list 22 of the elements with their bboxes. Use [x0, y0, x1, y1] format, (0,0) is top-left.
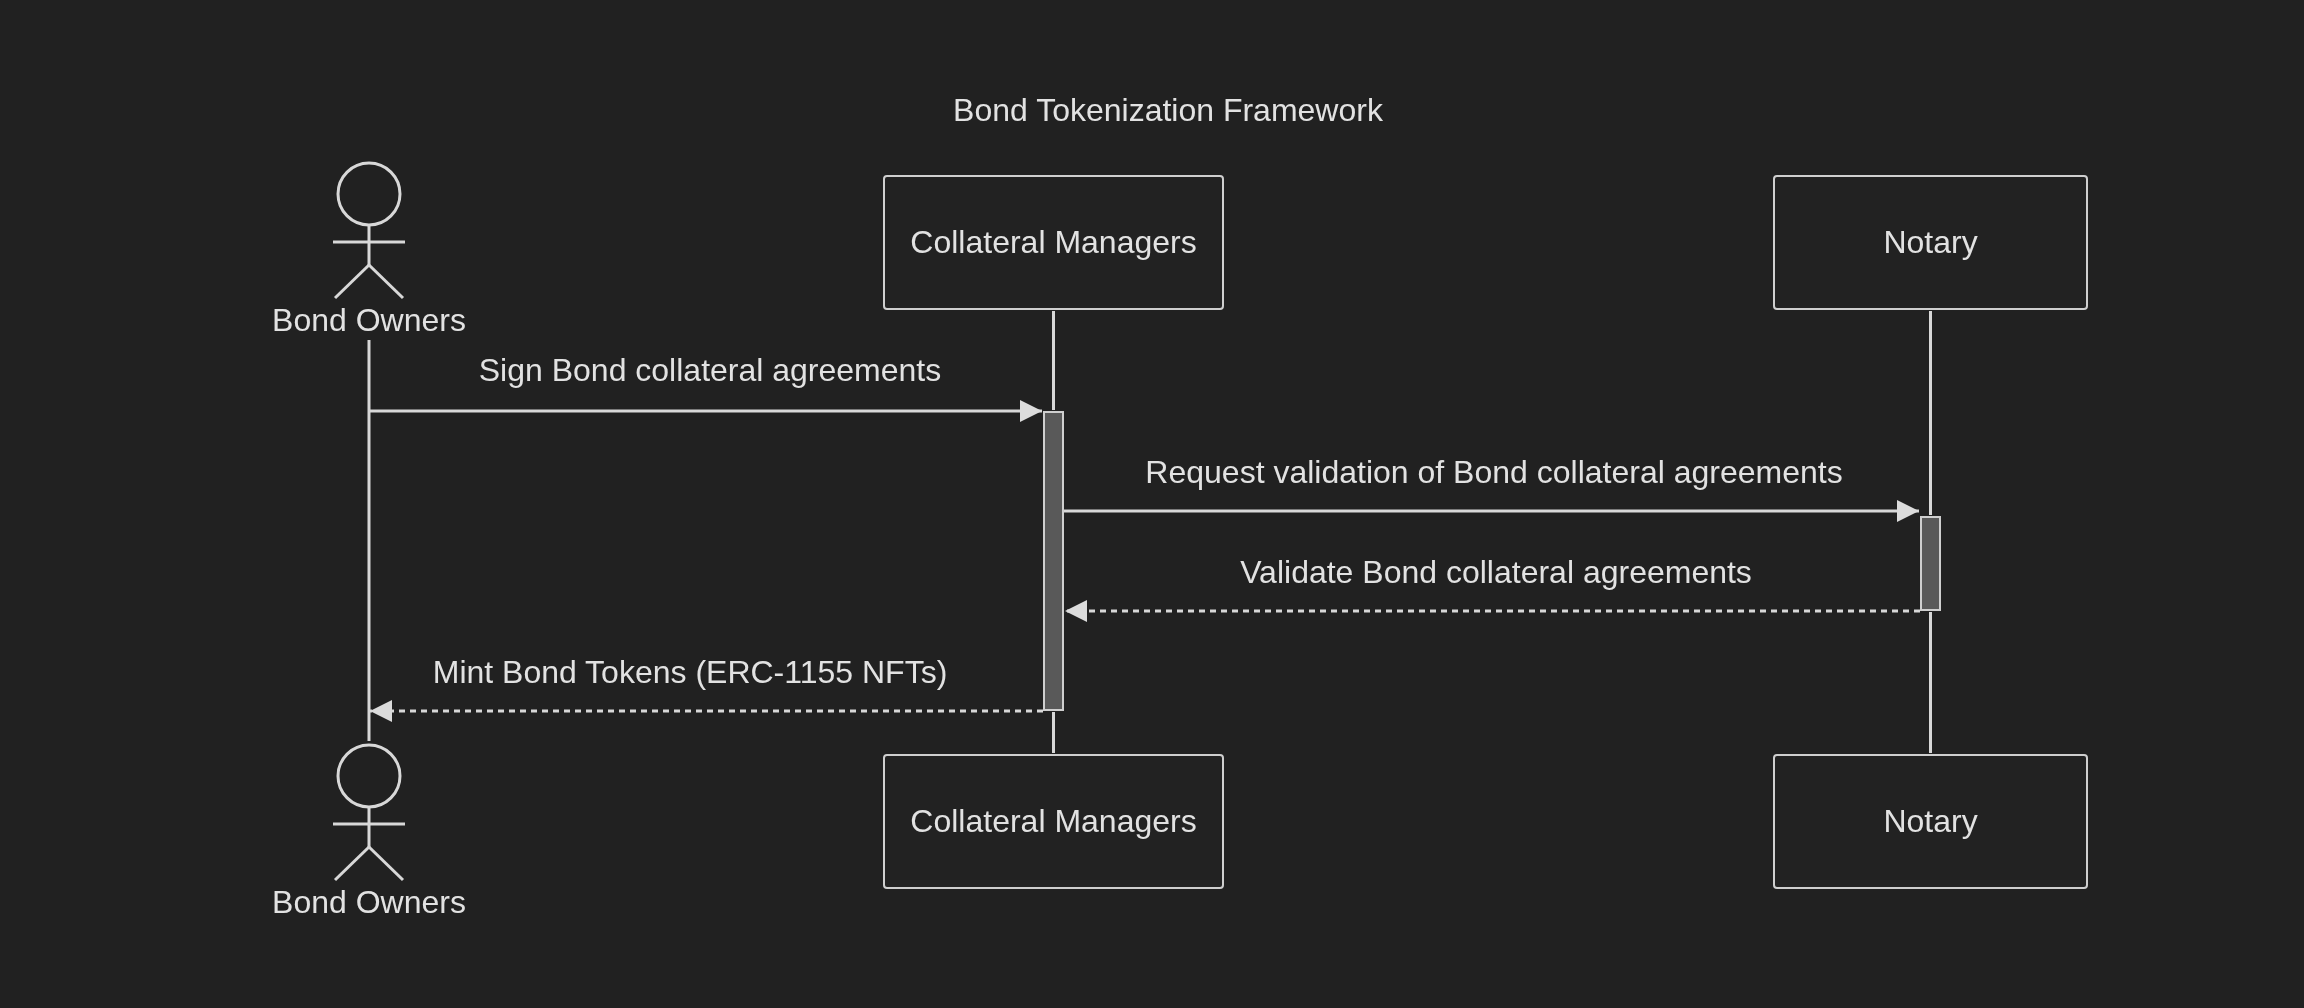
diagram-title: Bond Tokenization Framework	[953, 92, 1383, 129]
participant-box: Collateral Managers	[883, 175, 1224, 310]
actor-label: Bond Owners	[272, 302, 466, 339]
participant-box: Collateral Managers	[883, 754, 1224, 889]
lifeline	[1052, 712, 1055, 753]
activation-bar	[1920, 516, 1941, 611]
lifeline	[1052, 311, 1055, 410]
lifeline	[1929, 612, 1932, 753]
message-arrow	[1065, 600, 1920, 622]
edge-label: Request validation of Bond collateral agreements	[1145, 454, 1843, 491]
edge-label: Mint Bond Tokens (ERC-1155 NFTs)	[432, 654, 948, 691]
lifeline	[367, 340, 371, 741]
edge-label: Validate Bond collateral agreements	[1240, 554, 1752, 591]
message-arrow	[370, 700, 1043, 722]
message-arrow	[1064, 500, 1919, 522]
participant-box: Notary	[1773, 754, 2088, 889]
activation-bar	[1043, 411, 1064, 711]
actor-label: Bond Owners	[272, 884, 466, 921]
edge-label: Sign Bond collateral agreements	[478, 352, 942, 389]
lifeline	[1929, 311, 1932, 515]
participant-box: Notary	[1773, 175, 2088, 310]
message-arrow	[369, 400, 1042, 422]
